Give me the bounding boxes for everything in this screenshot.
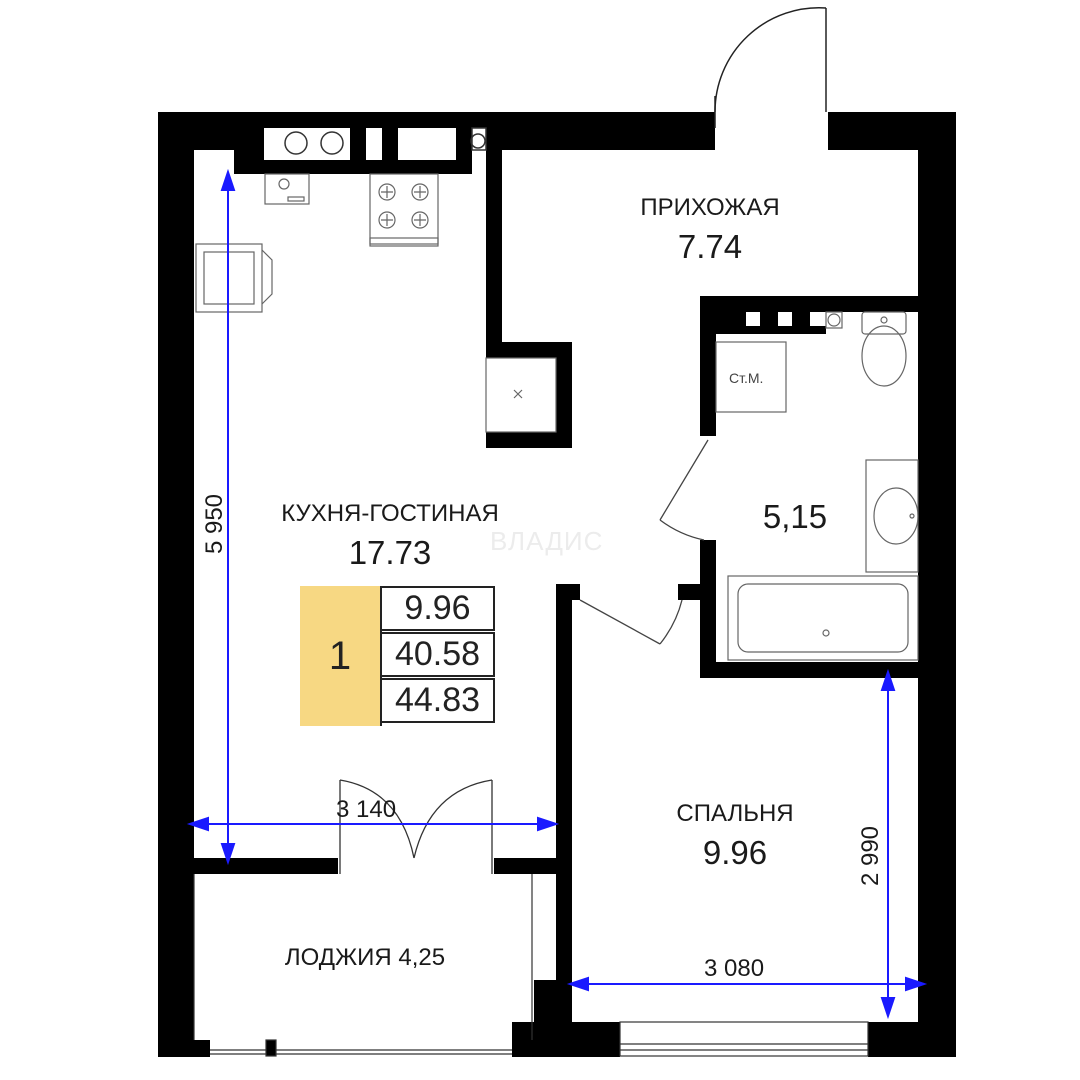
summary-room-count: 1 bbox=[300, 586, 382, 726]
hob-icon bbox=[284, 127, 487, 155]
fridge-icon bbox=[195, 243, 273, 313]
watermark: ВЛАДИС bbox=[490, 526, 604, 556]
bathtub-icon bbox=[727, 575, 919, 661]
summary-total-area: 40.58 bbox=[382, 632, 495, 677]
washing-machine-label: Ст.М. bbox=[729, 370, 764, 386]
room-name-loggia: ЛОДЖИЯ 4,25 bbox=[284, 944, 446, 971]
bathroom-sink-icon bbox=[865, 459, 919, 573]
dimension-bedroom-width: 3 080 bbox=[704, 955, 765, 982]
summary-total-with-loggia: 44.83 bbox=[382, 678, 495, 723]
walls bbox=[158, 112, 956, 1057]
room-label-bathroom: 5,15 bbox=[740, 498, 850, 536]
summary-box: 1 9.96 40.58 44.83 bbox=[300, 586, 495, 726]
loggia-outline bbox=[193, 874, 533, 1040]
room-area-hallway: 7.74 bbox=[677, 228, 743, 265]
bedroom-door-icon bbox=[579, 599, 683, 645]
room-name-bedroom: СПАЛЬНЯ bbox=[676, 800, 794, 827]
vent-shaft-icon bbox=[485, 357, 557, 433]
window-icon bbox=[210, 1021, 869, 1057]
room-label-loggia: ЛОДЖИЯ 4,25 bbox=[260, 944, 470, 972]
loggia-door-icon bbox=[339, 779, 493, 874]
room-area-bedroom: 9.96 bbox=[702, 834, 768, 871]
summary-living-area: 9.96 bbox=[382, 586, 495, 631]
room-label-kitchen: КУХНЯ-ГОСТИНАЯ 17.73 bbox=[250, 500, 530, 572]
dimension-bedroom-height: 2 990 bbox=[857, 825, 884, 887]
room-label-bedroom: СПАЛЬНЯ 9.96 bbox=[650, 800, 820, 872]
room-name-kitchen: КУХНЯ-ГОСТИНАЯ bbox=[281, 500, 499, 527]
stove-icon bbox=[369, 173, 439, 247]
room-name-hallway: ПРИХОЖАЯ bbox=[640, 194, 780, 221]
washing-machine-icon bbox=[715, 341, 787, 413]
entrance-door-icon bbox=[714, 7, 827, 128]
bathroom-door-icon bbox=[659, 439, 709, 541]
room-area-kitchen: 17.73 bbox=[348, 534, 432, 571]
dimension-lines bbox=[186, 168, 928, 1020]
dimension-kitchen-width: 3 140 bbox=[336, 796, 397, 823]
toilet-icon bbox=[825, 311, 907, 387]
room-area-bathroom: 5,15 bbox=[762, 498, 828, 535]
sink-icon bbox=[264, 173, 310, 205]
room-label-hallway: ПРИХОЖАЯ 7.74 bbox=[620, 194, 800, 266]
dimension-kitchen-height: 5 950 bbox=[201, 493, 228, 555]
